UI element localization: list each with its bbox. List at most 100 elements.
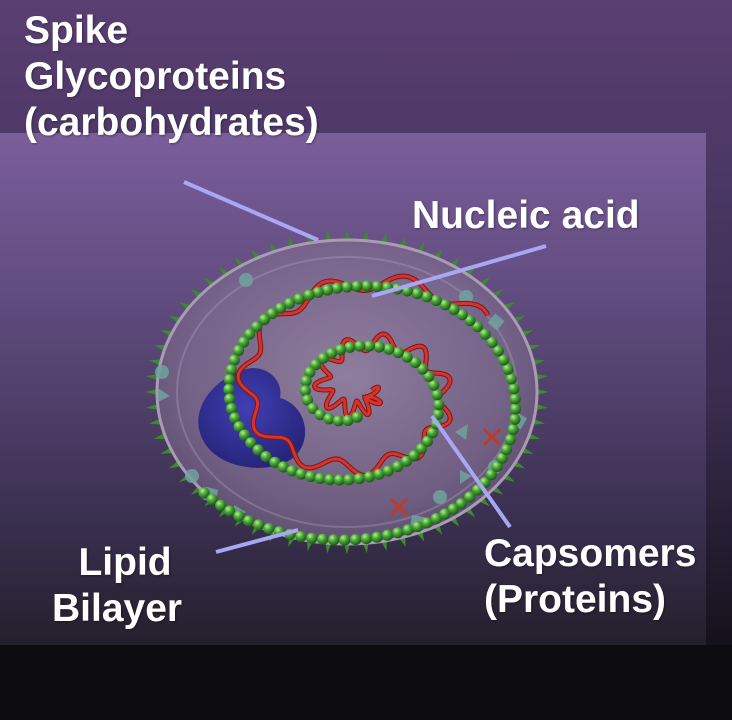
capsomer-bead [225,364,237,376]
capsomer-bead [415,443,427,455]
capsomer-bead [332,415,344,427]
capsomer-bead [351,280,363,292]
capsomer-bead [321,284,334,296]
capsomer-bead [223,383,235,395]
capsomer-bead [206,493,218,506]
capsomer-bead [295,468,307,480]
capsomer-bead [509,403,522,415]
capsomer-bead [464,314,476,327]
capsomer-bead [456,309,468,321]
capsomer-bead [486,336,498,348]
capsomer-bead [447,503,459,515]
spike [532,359,546,366]
spike [535,403,549,410]
capsomer-bead [283,297,296,309]
capsomer-bead [392,527,404,539]
capsomer-bead [363,340,375,352]
capsomer-bead [245,437,257,449]
capsomer-bead [508,383,520,395]
capsomer-bead [312,286,324,298]
capsomer-bead [343,474,355,486]
capsomer-bead [412,521,424,533]
lipid-label-line-2: Bilayer [52,587,183,630]
capsomer-bead [295,531,307,543]
capsomer-bead [324,473,336,486]
background-bottom-band [0,645,732,720]
capsomer-bead [350,534,362,546]
capsomer-bead [497,354,510,366]
capsomer-bead [392,460,404,473]
capsomer-bead [382,465,394,477]
capsomer-bead [479,328,491,340]
spike-pointer-line [183,180,319,242]
capsomer-bead [509,413,521,425]
capsomer-bead [471,321,483,333]
capsomer-bead [269,456,281,468]
capsomer-bead [421,291,433,303]
capsomer-bead [244,328,256,340]
capsomer-bead [293,293,305,305]
capsomer-bead [215,499,227,511]
capsomer-bead [325,347,338,359]
capsomer-bead [504,434,516,446]
capsomer-bead [260,451,272,463]
capsomer-bead [198,487,210,499]
capsomer-bead [341,281,353,293]
capsomer-bead [314,472,326,484]
spike [381,233,388,244]
capsomers-label: Capsomers (Proteins) [484,531,696,623]
capsomer-bead [317,352,329,364]
capsomer-bead [251,321,263,333]
capsomer-bead [224,393,236,405]
capsomer-bead [448,303,460,316]
capsomer-bead [301,394,314,406]
capsomer-bead [373,468,385,480]
lipid-pointer-line [215,528,299,554]
capsomer-bead [277,461,289,473]
nucleic-pointer-line [371,244,547,298]
capsomers [198,280,522,546]
capsomer-bead [353,473,365,485]
capsomer-bead [455,498,467,510]
spike [381,540,388,551]
capsomer-bead [492,345,504,357]
capsomer-bead [363,471,375,483]
capsomer-bead [228,354,240,366]
capsomer-bead [304,366,316,378]
capsomer-bead [433,399,445,411]
capsomer-bead [233,344,245,357]
spike-label-line-1: Spike [24,9,129,52]
capsomer-bead [360,533,372,545]
capsomer-bead [432,408,444,420]
capsomer-bead [411,288,423,300]
capsomer-bead [400,455,412,467]
capsomer-bead [430,294,442,306]
capsomer-bead [233,510,245,522]
spike [535,374,549,381]
capsomer-bead [323,413,335,425]
capsomer-bead [334,344,347,356]
capsomer-bead [402,524,414,536]
envelope-cross-markers [390,428,501,516]
capsomer-bead [238,336,250,348]
capsomer-bead [439,299,451,311]
spike [527,344,541,351]
spike [527,433,541,440]
capsomer-bead [243,515,255,527]
capsomer-bead [328,534,340,546]
capsomer-bead [507,423,519,436]
capsomer-bead [344,341,356,353]
capsomer-bead [430,513,442,525]
spike-glycoproteins-label: Spike Glycoproteins (carbohydrates) [24,8,319,146]
capsomer-bead [317,533,329,545]
spike [325,542,332,554]
capsomer-bead [331,282,343,294]
spike [362,542,369,554]
spike-label-line-3: (carbohydrates) [24,101,319,144]
capsomer-bead [303,289,315,301]
capsomer-bead [361,280,373,292]
capsomer-bead [258,313,270,326]
capsomer-bead [333,474,345,486]
capsomer-bead [500,444,513,456]
capsomer-bead [427,427,439,439]
